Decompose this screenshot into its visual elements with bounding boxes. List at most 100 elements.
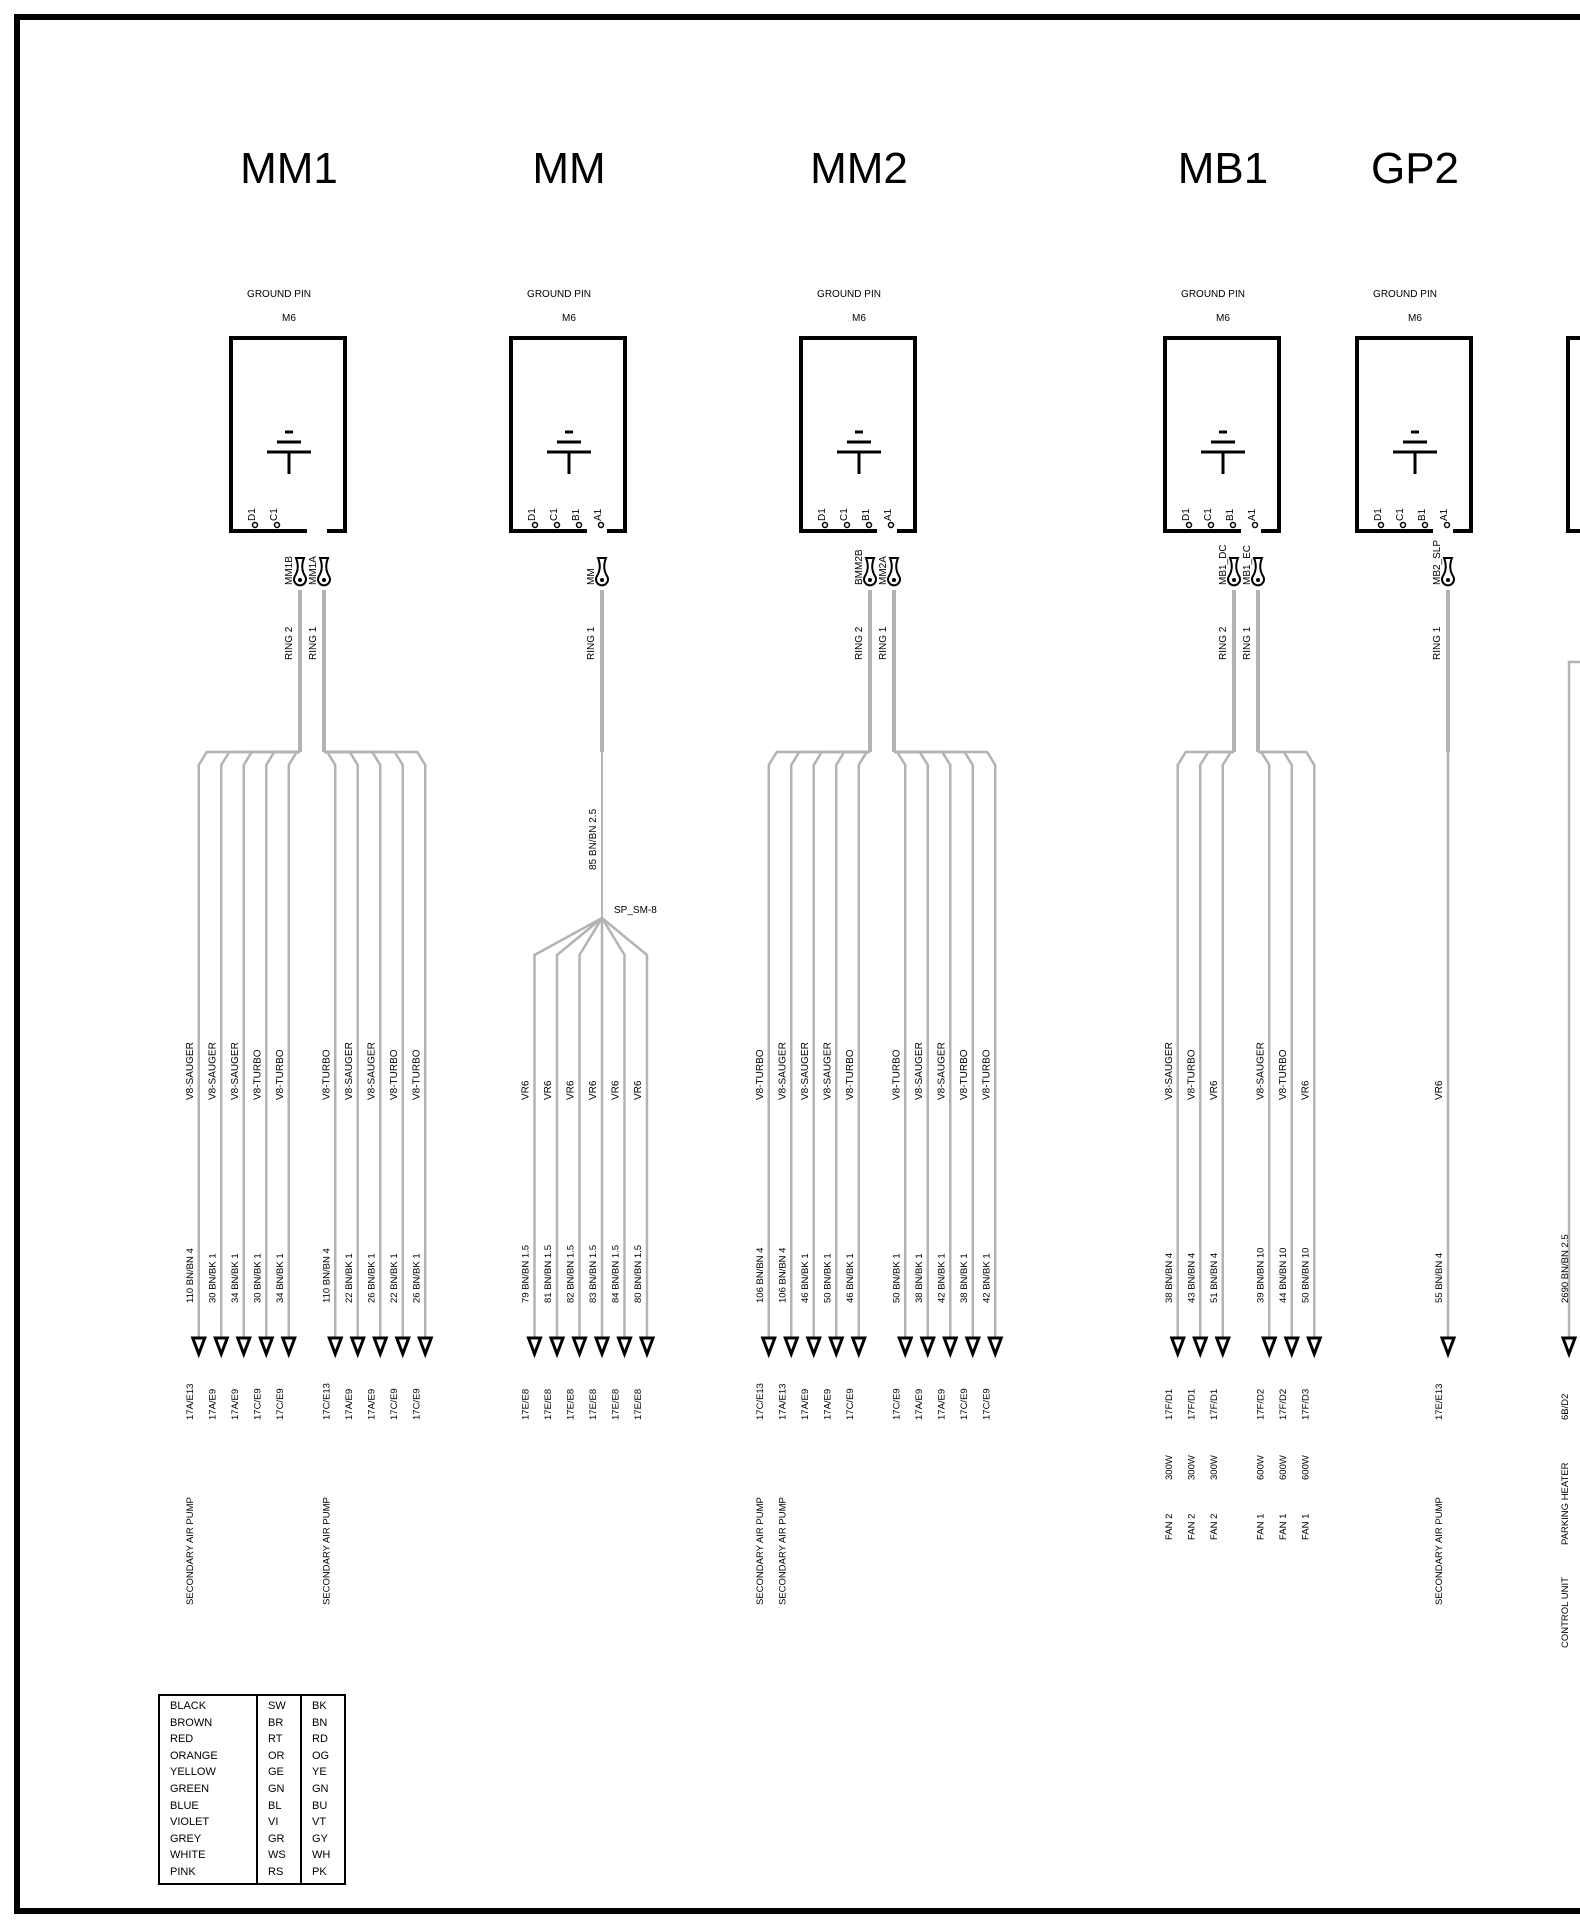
legend-entry: WS (268, 1849, 286, 1862)
connector-pin (327, 1336, 344, 1359)
variant-label: V8-TURBO (845, 1049, 856, 1100)
connector-pin (593, 1336, 611, 1359)
variant-label: V8-SAUGER (800, 1042, 811, 1100)
wire-spec-label: 82 BN/BN 1.5 (566, 1245, 577, 1303)
pin-label: A1 (1247, 508, 1258, 521)
variant-label: V8-SAUGER (230, 1042, 241, 1100)
connector-label: 17A/E9 (822, 1389, 833, 1420)
terminal-label: MB1_DC (1218, 544, 1229, 585)
connector-pin (372, 1336, 389, 1359)
legend-entry: WH (312, 1849, 331, 1862)
ring-label: RING 2 (1218, 626, 1229, 660)
ring-label: RING 1 (878, 626, 889, 660)
connector-label: 17F/D1 (1164, 1389, 1175, 1420)
connector-pin (417, 1336, 434, 1359)
connector-label: 17A/E9 (800, 1389, 811, 1420)
legend-entry: VT (312, 1816, 327, 1829)
variant-label: V8-TURBO (755, 1049, 766, 1100)
pin-dot (865, 521, 873, 529)
ground-pin-label: GROUND PIN (247, 289, 311, 300)
pin-size-label: M6 (562, 313, 576, 324)
legend-entry: GR (268, 1832, 285, 1845)
branch-wire (857, 750, 870, 1338)
legend-entry: BROWN (170, 1716, 213, 1729)
variant-label: V8-SAUGER (1255, 1042, 1266, 1100)
pin-label: D1 (1373, 508, 1384, 521)
legend-entry: GY (312, 1832, 328, 1845)
ring-label: RING 1 (308, 626, 319, 660)
terminal-label: MB2_SLP (1432, 540, 1443, 585)
wire-spec-label: 43 BN/BN 4 (1186, 1253, 1197, 1303)
component-note: SECONDARY AIR PUMP (185, 1497, 196, 1605)
connector-label: 17C/E9 (845, 1388, 856, 1420)
ring-label: RING 1 (1432, 626, 1443, 660)
connector-pin (964, 1336, 981, 1359)
ring-terminal (293, 557, 307, 587)
wire-spec-label: 30 BN/BK 1 (207, 1253, 218, 1303)
wire-spec-label: 46 BN/BK 1 (800, 1253, 811, 1303)
ring-terminal-hole (600, 578, 604, 582)
connector-label: 17C/E13 (321, 1383, 332, 1420)
variant-label: V8-TURBO (1186, 1049, 1197, 1100)
connector-pin (1169, 1336, 1186, 1359)
ground-icon (267, 430, 311, 474)
variant-label: VR6 (588, 1080, 599, 1100)
connector-label: 17A/E9 (230, 1389, 241, 1420)
pin-size-label: M6 (852, 313, 866, 324)
trunk-wire-label: 85 BN/BN 2.5 (588, 808, 599, 870)
connector-label: 17A/E9 (936, 1389, 947, 1420)
ring-terminal-hole (1446, 578, 1450, 582)
connector-label: 17E/E8 (543, 1389, 554, 1420)
connector-label: 17E/E8 (566, 1389, 577, 1420)
legend-entry: WHITE (170, 1849, 206, 1862)
terminal-label: BMM2B (854, 549, 865, 585)
component-note: SECONDARY AIR PUMP (777, 1497, 788, 1605)
branch-wire (894, 750, 997, 1338)
ring-label: RING 2 (284, 626, 295, 660)
branch-wire (555, 917, 603, 1338)
branch-wire (1567, 660, 1580, 1338)
variant-label: V8-SAUGER (822, 1042, 833, 1100)
wire-spec-label: 34 BN/BK 1 (230, 1253, 241, 1303)
branch-wire (287, 750, 300, 1338)
ring-terminal-hole (892, 578, 896, 582)
connector-label: 6B/D2 (1560, 1394, 1571, 1420)
ground-box (229, 336, 347, 533)
terminal-label: MM2A (878, 556, 889, 585)
ground-box-partial (1566, 336, 1580, 533)
power-label: 300W (1209, 1455, 1220, 1480)
wire-spec-label: 2690 BN/BN 2.5 (1560, 1234, 1571, 1303)
branch-wire (835, 750, 870, 1338)
pin-label: C1 (269, 508, 280, 521)
legend-entry: OG (312, 1749, 330, 1762)
variant-label: VR6 (521, 1080, 532, 1100)
wire-spec-label: 50 BN/BN 10 (1300, 1248, 1311, 1303)
connector-pin (987, 1336, 1004, 1359)
pin-dot (1443, 521, 1451, 529)
component-note: FAN 1 (1255, 1514, 1266, 1540)
variant-label: VR6 (1300, 1080, 1311, 1100)
pin-dot (1185, 521, 1193, 529)
legend-entry: RS (268, 1865, 284, 1878)
pin-size-label: M6 (1216, 313, 1230, 324)
pin-dot (821, 521, 829, 529)
wire-spec-label: 50 BN/BK 1 (891, 1253, 902, 1303)
pin-dot (1229, 521, 1237, 529)
connector-label: 17F/D1 (1209, 1389, 1220, 1420)
variant-label: V8-TURBO (389, 1049, 400, 1100)
pin-dot (553, 521, 561, 529)
pin-label: C1 (1395, 508, 1406, 521)
legend-entry: VIOLET (170, 1816, 210, 1829)
connector-pin (280, 1336, 297, 1359)
ring-label: RING 2 (854, 626, 865, 660)
connector-label: 17A/E13 (185, 1384, 196, 1420)
legend-entry: GREEN (170, 1782, 210, 1795)
terminal-label: MM1B (284, 556, 295, 585)
pin-label: B1 (1417, 508, 1428, 521)
connector-pin (1439, 1336, 1457, 1359)
connector-pin (571, 1336, 588, 1359)
pin-label: C1 (549, 508, 560, 521)
